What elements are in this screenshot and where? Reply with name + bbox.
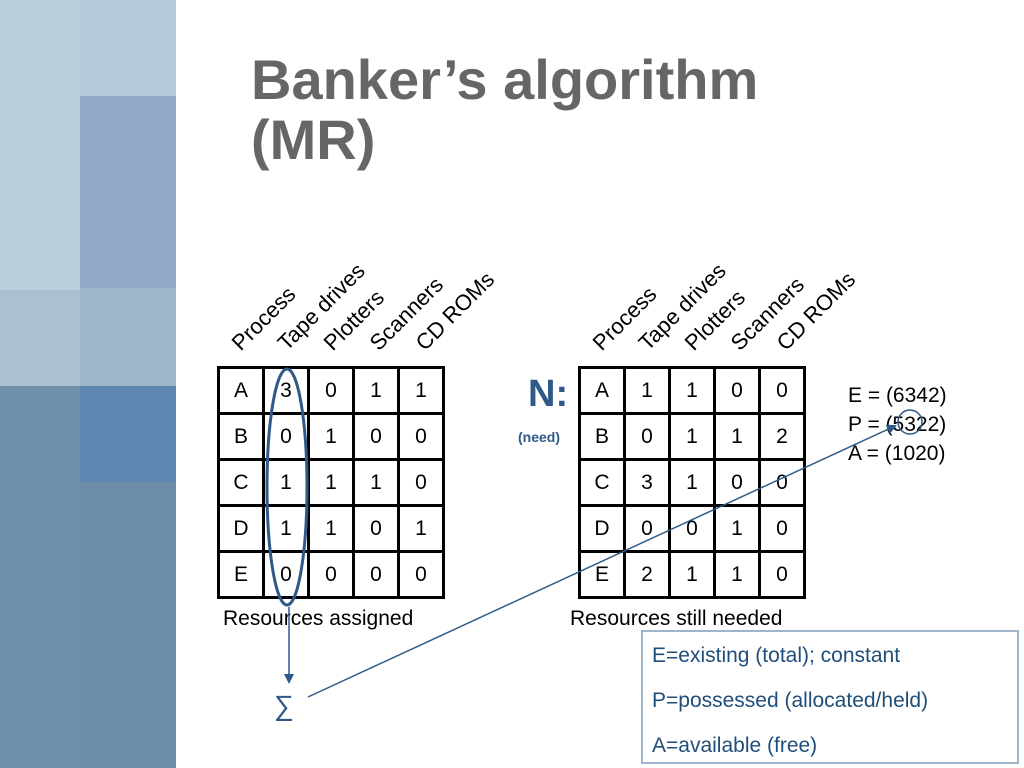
table-row: D 1 1 0 1 [217,504,445,553]
table-row: A 1 1 0 0 [578,366,806,415]
existing-vector: E = (6342) [848,384,947,407]
matrix-cell: 0 [352,550,400,599]
table-row: E 0 0 0 0 [217,550,445,599]
matrix-cell: 1 [668,366,716,415]
matrix-cell: 1 [623,366,671,415]
matrix-cell: 1 [668,412,716,461]
matrix-cell: 2 [623,550,671,599]
matrix-cell: 1 [713,412,761,461]
need-matrix-sublabel: (need) [518,429,560,445]
matrix-cell: 1 [668,550,716,599]
matrix-cell: 0 [397,550,445,599]
matrix-cell: 0 [307,366,355,415]
need-matrix-label: N: [528,373,569,415]
matrix-cell: 0 [623,412,671,461]
table-row: C 1 1 1 0 [217,458,445,507]
possessed-arrow [307,424,897,698]
table-row: B 0 1 0 0 [217,412,445,461]
matrix-cell: 1 [352,458,400,507]
legend-possessed: P=possessed (allocated/held) [652,689,929,712]
available-vector: A = (1020) [848,442,946,465]
matrix-cell: D [217,504,265,553]
table-row: B 0 1 1 2 [578,412,806,461]
matrix-cell: 1 [713,550,761,599]
assigned-matrix: A 3 0 1 1 B 0 1 0 0 C 1 1 1 0 D 1 1 0 1 … [217,366,445,599]
matrix-cell: 0 [623,504,671,553]
needed-caption: Resources still needed [570,607,783,630]
matrix-cell: 1 [307,458,355,507]
matrix-cell: C [578,458,626,507]
legend-box: E=existing (total); constant P=possessed… [641,630,1019,764]
matrix-cell: 1 [307,504,355,553]
decorative-side-band [0,0,176,768]
matrix-cell: 0 [307,550,355,599]
matrix-cell: 0 [758,366,806,415]
matrix-cell: A [578,366,626,415]
matrix-cell: E [578,550,626,599]
matrix-cell: 1 [352,366,400,415]
matrix-cell: 1 [307,412,355,461]
possessed-digit-circle [897,409,923,435]
matrix-cell: 0 [758,458,806,507]
matrix-cell: 2 [758,412,806,461]
matrix-cell: E [217,550,265,599]
column-highlight-ellipse [265,367,309,607]
page-title: Banker’s algorithm (MR) [251,50,758,170]
matrix-cell: B [578,412,626,461]
legend-existing: E=existing (total); constant [652,644,901,667]
sum-symbol: ∑ [274,690,294,721]
matrix-cell: 3 [623,458,671,507]
matrix-cell: 0 [758,504,806,553]
matrix-cell: B [217,412,265,461]
matrix-cell: 0 [352,504,400,553]
matrix-cell: 1 [397,504,445,553]
matrix-cell: 0 [397,458,445,507]
title-line-1: Banker’s algorithm [251,48,759,111]
table-row: E 2 1 1 0 [578,550,806,599]
matrix-cell: D [578,504,626,553]
matrix-cell: 0 [262,412,310,461]
matrix-cell: 0 [758,550,806,599]
assigned-caption: Resources assigned [223,607,414,630]
matrix-cell: 0 [352,412,400,461]
matrix-cell: 0 [713,366,761,415]
matrix-cell: C [217,458,265,507]
table-row: C 3 1 0 0 [578,458,806,507]
legend-available: A=available (free) [652,734,818,757]
matrix-cell: A [217,366,265,415]
table-row: A 3 0 1 1 [217,366,445,415]
matrix-cell: 0 [397,412,445,461]
matrix-cell: 1 [668,458,716,507]
matrix-cell: 1 [397,366,445,415]
title-line-2: (MR) [251,108,376,171]
matrix-cell: 1 [713,504,761,553]
